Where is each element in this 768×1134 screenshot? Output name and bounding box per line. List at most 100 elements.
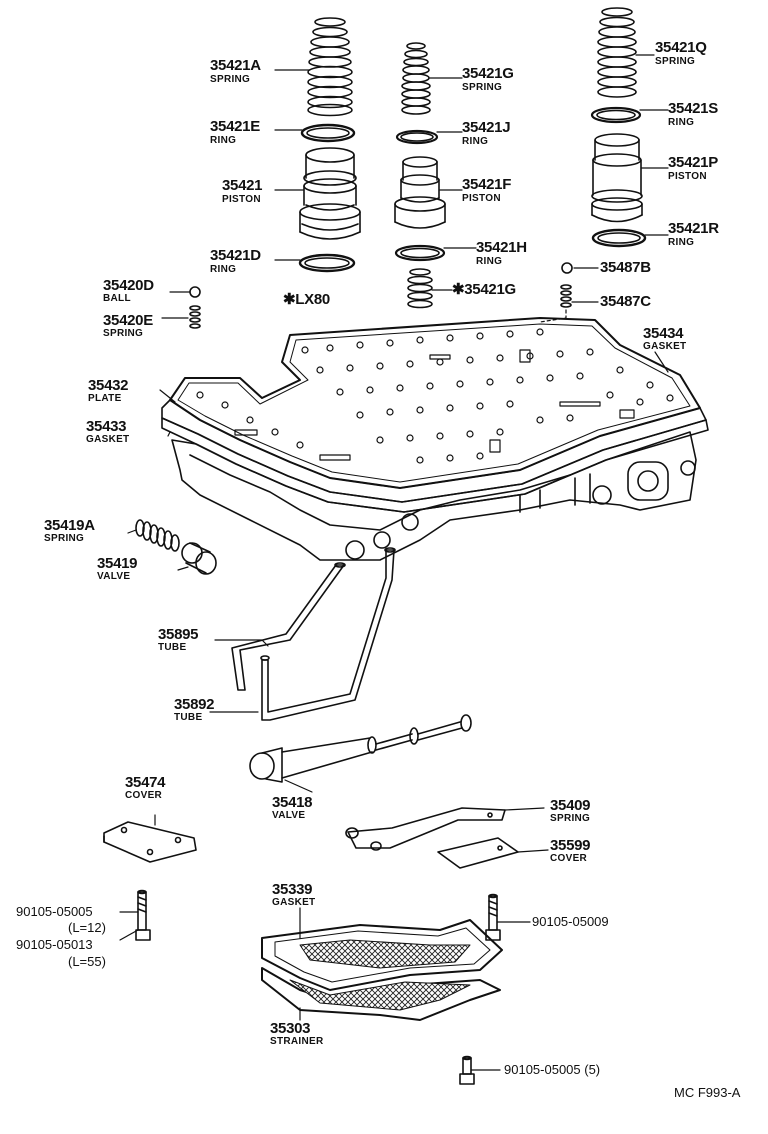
label-35474: 35474 [125, 774, 166, 791]
label-ring-e: RING [210, 135, 237, 146]
label-35421r: 35421R [668, 220, 719, 237]
label-tube-95: TUBE [158, 642, 187, 653]
label-spring-g: SPRING [462, 82, 503, 93]
label-lx80: ✱LX80 [283, 291, 330, 308]
label-35421h: 35421H [476, 239, 527, 256]
label-90105-05005-5: 90105-05005 (5) [504, 1062, 601, 1077]
label-spring-a: SPRING [210, 74, 251, 85]
label-gasket-33: GASKET [86, 434, 130, 445]
bolt-90105-05005 [135, 889, 151, 941]
label-35418: 35418 [272, 794, 313, 811]
ring-35421s [590, 106, 642, 124]
label-35419: 35419 [97, 555, 138, 572]
label-35420e: 35420E [103, 312, 153, 329]
label-35339: 35339 [272, 881, 313, 898]
piston-35421f [394, 156, 446, 229]
label-cover-99: COVER [550, 853, 588, 864]
piston-35421p [591, 133, 643, 223]
label-35895: 35895 [158, 626, 199, 643]
leader-35433 [167, 431, 171, 437]
piston-35421 [299, 147, 361, 240]
diagram-code: MC F993-A [674, 1085, 741, 1100]
spring-35419a [135, 519, 180, 552]
cover-35474 [103, 821, 197, 863]
label-35420d: 35420D [103, 277, 154, 294]
label-ring-s: RING [668, 117, 695, 128]
label-ring-h: RING [476, 256, 503, 267]
label-spring-19: SPRING [44, 533, 85, 544]
label-35421j: 35421J [462, 119, 511, 136]
label-ball: BALL [103, 293, 131, 304]
ring-35421d [298, 253, 356, 273]
leader-lines [119, 54, 669, 1071]
label-piston-1: PISTON [222, 194, 261, 205]
label-35421d: 35421D [210, 247, 261, 264]
spring-35421q [597, 7, 637, 98]
leader-35895 [214, 639, 269, 647]
gasket-35434 [169, 317, 701, 489]
label-ring-d: RING [210, 264, 237, 275]
label-90105-05013: 90105-05013 [16, 937, 93, 952]
label-cover-74: COVER [125, 790, 163, 801]
ring-35421h [394, 244, 446, 262]
spring-35420e [189, 305, 201, 329]
spring-35421a [307, 17, 353, 117]
label-35599: 35599 [550, 837, 591, 854]
label-35892: 35892 [174, 696, 215, 713]
bolt-90105-05005-5 [459, 1055, 475, 1085]
label-spring-e: SPRING [103, 328, 144, 339]
spring-35409 [345, 807, 506, 851]
label-spring-09: SPRING [550, 813, 591, 824]
label-35432: 35432 [88, 377, 129, 394]
label-35487c: 35487C [600, 293, 651, 310]
label-valve-18: VALVE [272, 810, 306, 821]
label-35434: 35434 [643, 325, 684, 342]
ring-35421r [591, 228, 647, 248]
label-gasket-34: GASKET [643, 341, 687, 352]
label-35421: 35421 [222, 177, 263, 194]
label-spring-q: SPRING [655, 56, 696, 67]
label-35487b: 35487B [600, 259, 651, 276]
label-plate: PLATE [88, 393, 122, 404]
spring-35487c [560, 284, 572, 308]
bolt-90105-05009 [485, 893, 501, 941]
label-35409: 35409 [550, 797, 591, 814]
label-35421q: 35421Q [655, 39, 707, 56]
label-l55: (L=55) [68, 954, 106, 969]
label-35433: 35433 [86, 418, 127, 435]
label-35421f: 35421F [462, 176, 512, 193]
label-ring-j: RING [462, 136, 489, 147]
cover-35599 [437, 837, 519, 869]
label-piston-f: PISTON [462, 193, 501, 204]
strainer-35303 [261, 967, 501, 1021]
label-35303: 35303 [270, 1020, 311, 1037]
label-35421g: 35421G [462, 65, 514, 82]
spring-35421g-2 [407, 268, 433, 309]
valve-35419 [181, 542, 217, 575]
ball-35420d [189, 286, 201, 298]
plate-35432 [161, 399, 707, 503]
label-l12: (L=12) [68, 920, 106, 935]
label-35421e: 35421E [210, 118, 260, 135]
dashed-guide [539, 309, 567, 323]
label-tube-92: TUBE [174, 712, 203, 723]
label-ring-r: RING [668, 237, 695, 248]
label-35421a: 35421A [210, 57, 261, 74]
plate-holes [196, 328, 674, 464]
spring-35421g [401, 42, 431, 115]
label-35421g-2: ✱35421G [452, 281, 516, 298]
label-35419a: 35419A [44, 517, 95, 534]
tube-35895 [231, 562, 346, 691]
leader-35434 [654, 351, 669, 373]
ring-35421e [300, 123, 356, 143]
label-35421p: 35421P [668, 154, 718, 171]
ball-35487b [561, 262, 573, 274]
valve-35418 [249, 714, 472, 783]
gasket-35339 [261, 919, 503, 991]
label-gasket-39: GASKET [272, 897, 316, 908]
label-90105-05005: 90105-05005 [16, 904, 93, 919]
gasket-35433 [161, 417, 709, 513]
lower-valve-body [171, 431, 697, 561]
